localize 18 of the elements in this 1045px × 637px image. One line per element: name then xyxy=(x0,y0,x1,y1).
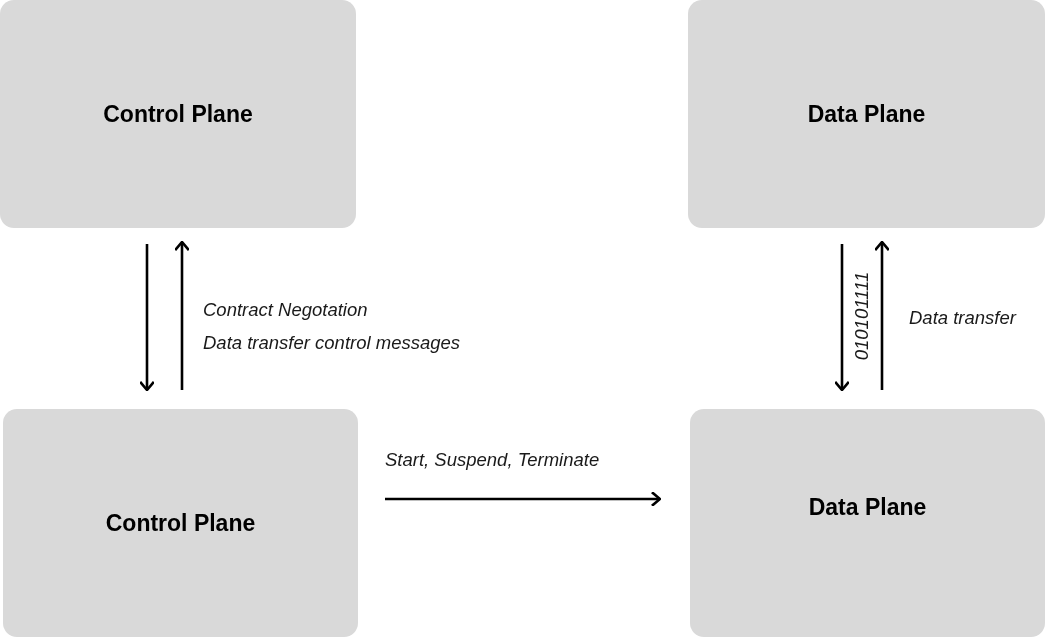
plane-box xyxy=(690,409,1045,637)
arrow xyxy=(834,244,850,392)
plane-box xyxy=(0,0,356,228)
edge-label: Data transfer xyxy=(909,307,1016,329)
edge-label: Start, Suspend, Terminate xyxy=(385,449,600,471)
plane-box xyxy=(688,0,1045,228)
arrow xyxy=(174,240,190,390)
note-text: Data transfer control messages xyxy=(203,332,461,354)
plane-box xyxy=(3,409,358,637)
arrow xyxy=(139,244,155,392)
node-title: Data Plane xyxy=(808,493,927,521)
edge-label: 010101111 xyxy=(851,271,874,361)
note-text: Contract Negotation xyxy=(203,299,368,321)
arrow xyxy=(385,491,662,507)
arrow xyxy=(874,240,890,390)
node-title: Control Plane xyxy=(105,509,256,537)
node-title: Data Plane xyxy=(807,100,926,128)
node-title: Control Plane xyxy=(103,100,253,128)
